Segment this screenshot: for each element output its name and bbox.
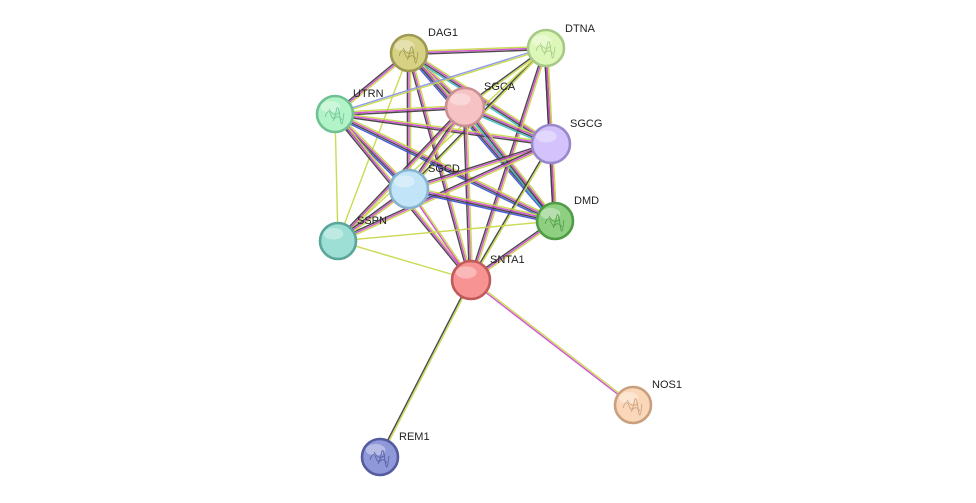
edge-dmd-sspn (337, 220, 556, 242)
edge-line (465, 106, 474, 280)
edge-utrn-sgca (334, 104, 466, 117)
edge-line (335, 112, 556, 221)
node-highlight (455, 266, 477, 279)
edge-line (334, 46, 546, 114)
nodes-layer: DAG1 DTNA UTRN SGCA SGCG SGCD DMD SSPN SNTA1NOS1… (315, 23, 682, 477)
protein-structure-icon (535, 41, 556, 59)
node-sgcd[interactable]: SGCD (388, 163, 460, 210)
edge-snta1-nos1 (470, 278, 634, 407)
node-label: SSPN (357, 215, 387, 227)
node-label: UTRN (353, 88, 384, 100)
edge-line (409, 187, 556, 221)
node-highlight (365, 444, 386, 456)
edge-line (337, 143, 552, 242)
edge-line (337, 240, 472, 281)
protein-structure-icon (369, 450, 390, 468)
node-rem1[interactable]: REM1 (360, 431, 430, 477)
edge-line (471, 278, 634, 405)
edge-line (335, 107, 466, 117)
node-sgca[interactable]: SGCA (444, 81, 516, 128)
edge-utrn-dmd (333, 111, 557, 224)
node-highlight (535, 130, 557, 143)
node-highlight (531, 35, 552, 47)
edge-line (333, 115, 555, 224)
node-dtna[interactable]: DTNA (526, 23, 596, 68)
node-circle (318, 221, 358, 261)
edge-line (335, 48, 547, 116)
edge-line (408, 45, 546, 53)
edge-line (409, 185, 556, 220)
node-label: SGCG (570, 118, 602, 130)
node-nos1[interactable]: NOS1 (613, 379, 682, 425)
node-sgcg[interactable]: SGCG (530, 118, 602, 165)
node-highlight (449, 93, 471, 106)
edge-snta1-rem1 (378, 279, 473, 458)
edge-line (408, 143, 552, 190)
edge-line (380, 280, 473, 458)
edge-sspn-snta1 (337, 240, 472, 281)
node-label: DMD (574, 195, 599, 207)
node-label: SGCA (484, 81, 516, 93)
node-label: SNTA1 (490, 254, 525, 266)
node-sspn[interactable]: SSPN (318, 215, 387, 261)
edge-dag1-dtna (408, 45, 547, 56)
edge-line (334, 113, 552, 145)
edge-line (408, 190, 555, 225)
edge-line (334, 113, 339, 242)
node-circle (450, 259, 492, 301)
edge-line (409, 48, 547, 56)
edge-line (378, 279, 471, 457)
node-label: REM1 (399, 431, 430, 443)
edge-line (337, 220, 556, 242)
edge-line (408, 189, 555, 223)
node-highlight (323, 228, 344, 240)
node-circle (388, 168, 430, 210)
edge-line (334, 104, 465, 114)
node-circle (530, 123, 572, 165)
edge-sgcd-dmd (408, 185, 556, 225)
node-circle (444, 86, 486, 128)
edge-dtna-utrn (334, 46, 547, 116)
edge-sgca-snta1 (462, 106, 474, 281)
node-label: SGCD (428, 163, 460, 175)
node-snta1[interactable]: SNTA1 (450, 254, 525, 301)
protein-structure-icon (324, 107, 345, 125)
protein-structure-icon (544, 214, 565, 232)
edge-dag1-sspn (337, 52, 410, 242)
protein-structure-icon (398, 46, 419, 64)
node-label: DAG1 (428, 27, 458, 39)
edge-utrn-sspn (334, 113, 339, 242)
node-highlight (618, 392, 639, 404)
edge-line (334, 106, 466, 115)
edge-line (335, 111, 557, 220)
edge-line (470, 280, 633, 407)
node-dmd[interactable]: DMD (535, 195, 599, 241)
node-highlight (540, 208, 561, 220)
edge-line (337, 52, 410, 242)
edge-line (462, 107, 471, 281)
edge-line (334, 114, 555, 223)
protein-structure-icon (622, 398, 643, 416)
edge-line (337, 141, 551, 241)
node-highlight (394, 40, 415, 52)
node-utrn[interactable]: UTRN (315, 88, 384, 134)
node-highlight (320, 101, 341, 113)
edge-line (464, 106, 472, 281)
node-highlight (393, 175, 415, 188)
node-label: NOS1 (652, 379, 682, 391)
edge-line (408, 47, 547, 54)
node-label: DTNA (565, 23, 596, 35)
edge-line (408, 141, 551, 189)
node-dag1[interactable]: DAG1 (389, 27, 458, 73)
